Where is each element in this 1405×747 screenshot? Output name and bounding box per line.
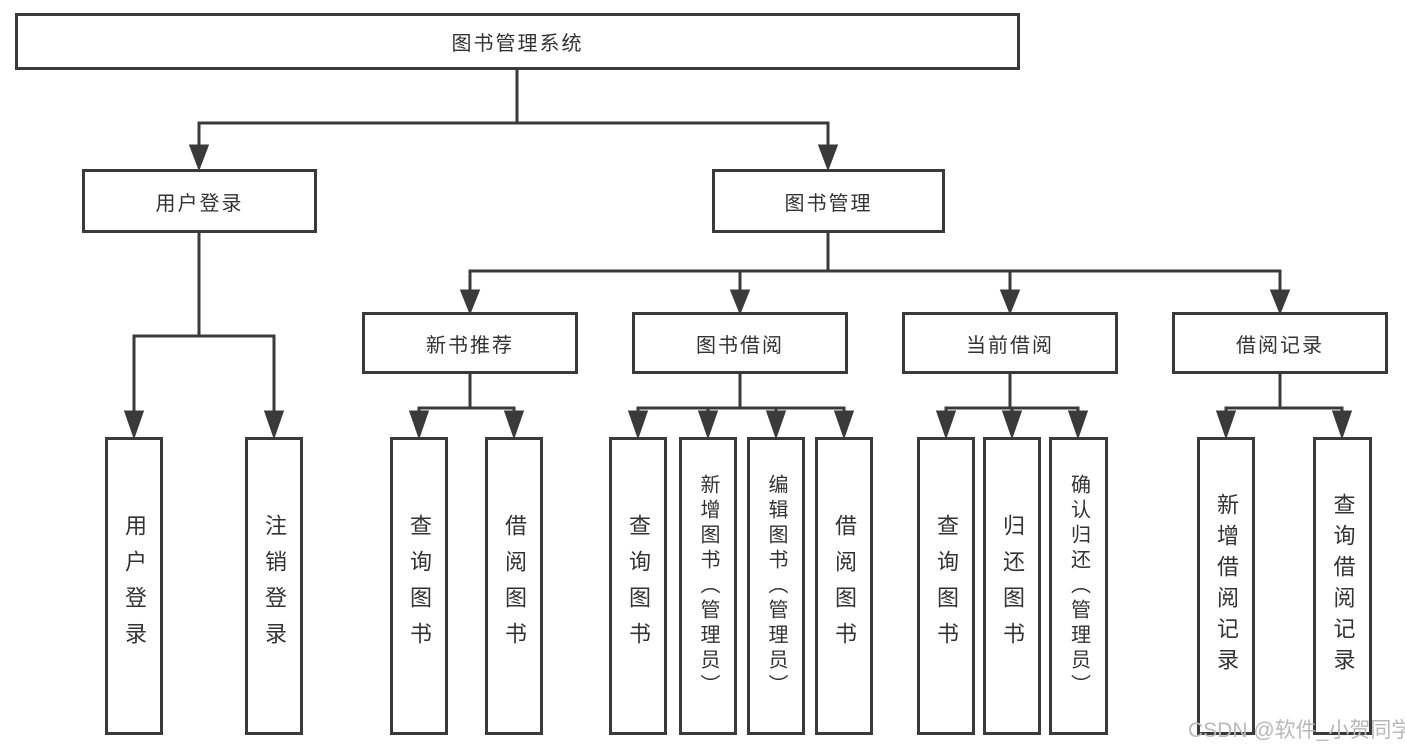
arrowhead (1067, 408, 1089, 440)
node-label: 当前借阅 (966, 334, 1054, 357)
leaf-query-books-borrowing: 查询图书 (609, 437, 667, 735)
node-label: 借阅图书 (832, 514, 857, 658)
arrowhead (935, 408, 957, 440)
node-borrow-records: 借阅记录 (1172, 312, 1388, 374)
node-label: 借阅图书 (502, 514, 527, 658)
leaf-query-books-current: 查询图书 (917, 437, 975, 735)
node-label: 用户登录 (155, 192, 244, 215)
leaf-return-books: 归还图书 (983, 437, 1041, 735)
node-label: 查询图书 (407, 514, 432, 658)
leaf-add-borrow-record: 新增借阅记录 (1197, 437, 1255, 735)
arrowhead (765, 408, 787, 440)
arrowhead (999, 271, 1021, 316)
arrowhead (408, 408, 430, 440)
arrowhead (817, 123, 839, 172)
leaf-query-books-recommend: 查询图书 (390, 437, 448, 735)
arrowhead (459, 271, 481, 316)
arrowhead (833, 408, 855, 440)
node-book-borrowing: 图书借阅 (632, 312, 848, 374)
leaf-user-login: 用户登录 (105, 437, 163, 735)
leaf-query-borrow-record: 查询借阅记录 (1313, 437, 1372, 735)
node-label: 新增借阅记录 (1214, 493, 1239, 679)
node-label: 新增图书（管理员） (697, 473, 719, 699)
arrowhead (123, 336, 145, 440)
node-user-login: 用户登录 (82, 169, 317, 233)
node-label: 图书借阅 (696, 334, 784, 357)
arrowhead (1331, 408, 1353, 440)
node-new-book-recommend: 新书推荐 (362, 312, 578, 374)
node-label: 编辑图书（管理员） (765, 473, 787, 699)
arrowhead (263, 336, 285, 440)
leaf-borrow-books: 借阅图书 (815, 437, 873, 735)
node-label: 借阅记录 (1236, 334, 1324, 357)
connector-trunks (132, 67, 1344, 410)
arrowhead (1269, 271, 1291, 316)
node-label: 图书管理系统 (451, 33, 584, 55)
connector-arrows (123, 123, 1353, 440)
node-label: 用户登录 (122, 514, 147, 658)
arrowhead (729, 271, 751, 316)
leaf-borrow-books-recommend: 借阅图书 (485, 437, 543, 735)
arrowhead (1215, 408, 1237, 440)
node-book-management: 图书管理 (712, 169, 945, 233)
node-current-borrowing: 当前借阅 (902, 312, 1118, 374)
leaf-add-books-admin: 新增图书（管理员） (679, 437, 737, 735)
node-label: 查询图书 (934, 514, 959, 658)
node-label: 新书推荐 (426, 334, 514, 357)
node-label: 图书管理 (784, 192, 873, 215)
arrowhead (188, 123, 210, 172)
arrowhead (1001, 408, 1023, 440)
arrowhead (627, 408, 649, 440)
node-label: 查询图书 (626, 514, 651, 658)
arrowhead (503, 408, 525, 440)
leaf-logout: 注销登录 (245, 437, 303, 735)
node-label: 注销登录 (262, 514, 287, 658)
arrowhead (697, 408, 719, 440)
leaf-confirm-return-admin: 确认归还（管理员） (1049, 437, 1108, 735)
node-label: 确认归还（管理员） (1067, 473, 1090, 699)
node-label: 查询借阅记录 (1330, 493, 1356, 679)
leaf-edit-books-admin: 编辑图书（管理员） (747, 437, 805, 735)
node-book-management-system: 图书管理系统 (15, 13, 1020, 70)
node-label: 归还图书 (1000, 514, 1025, 658)
